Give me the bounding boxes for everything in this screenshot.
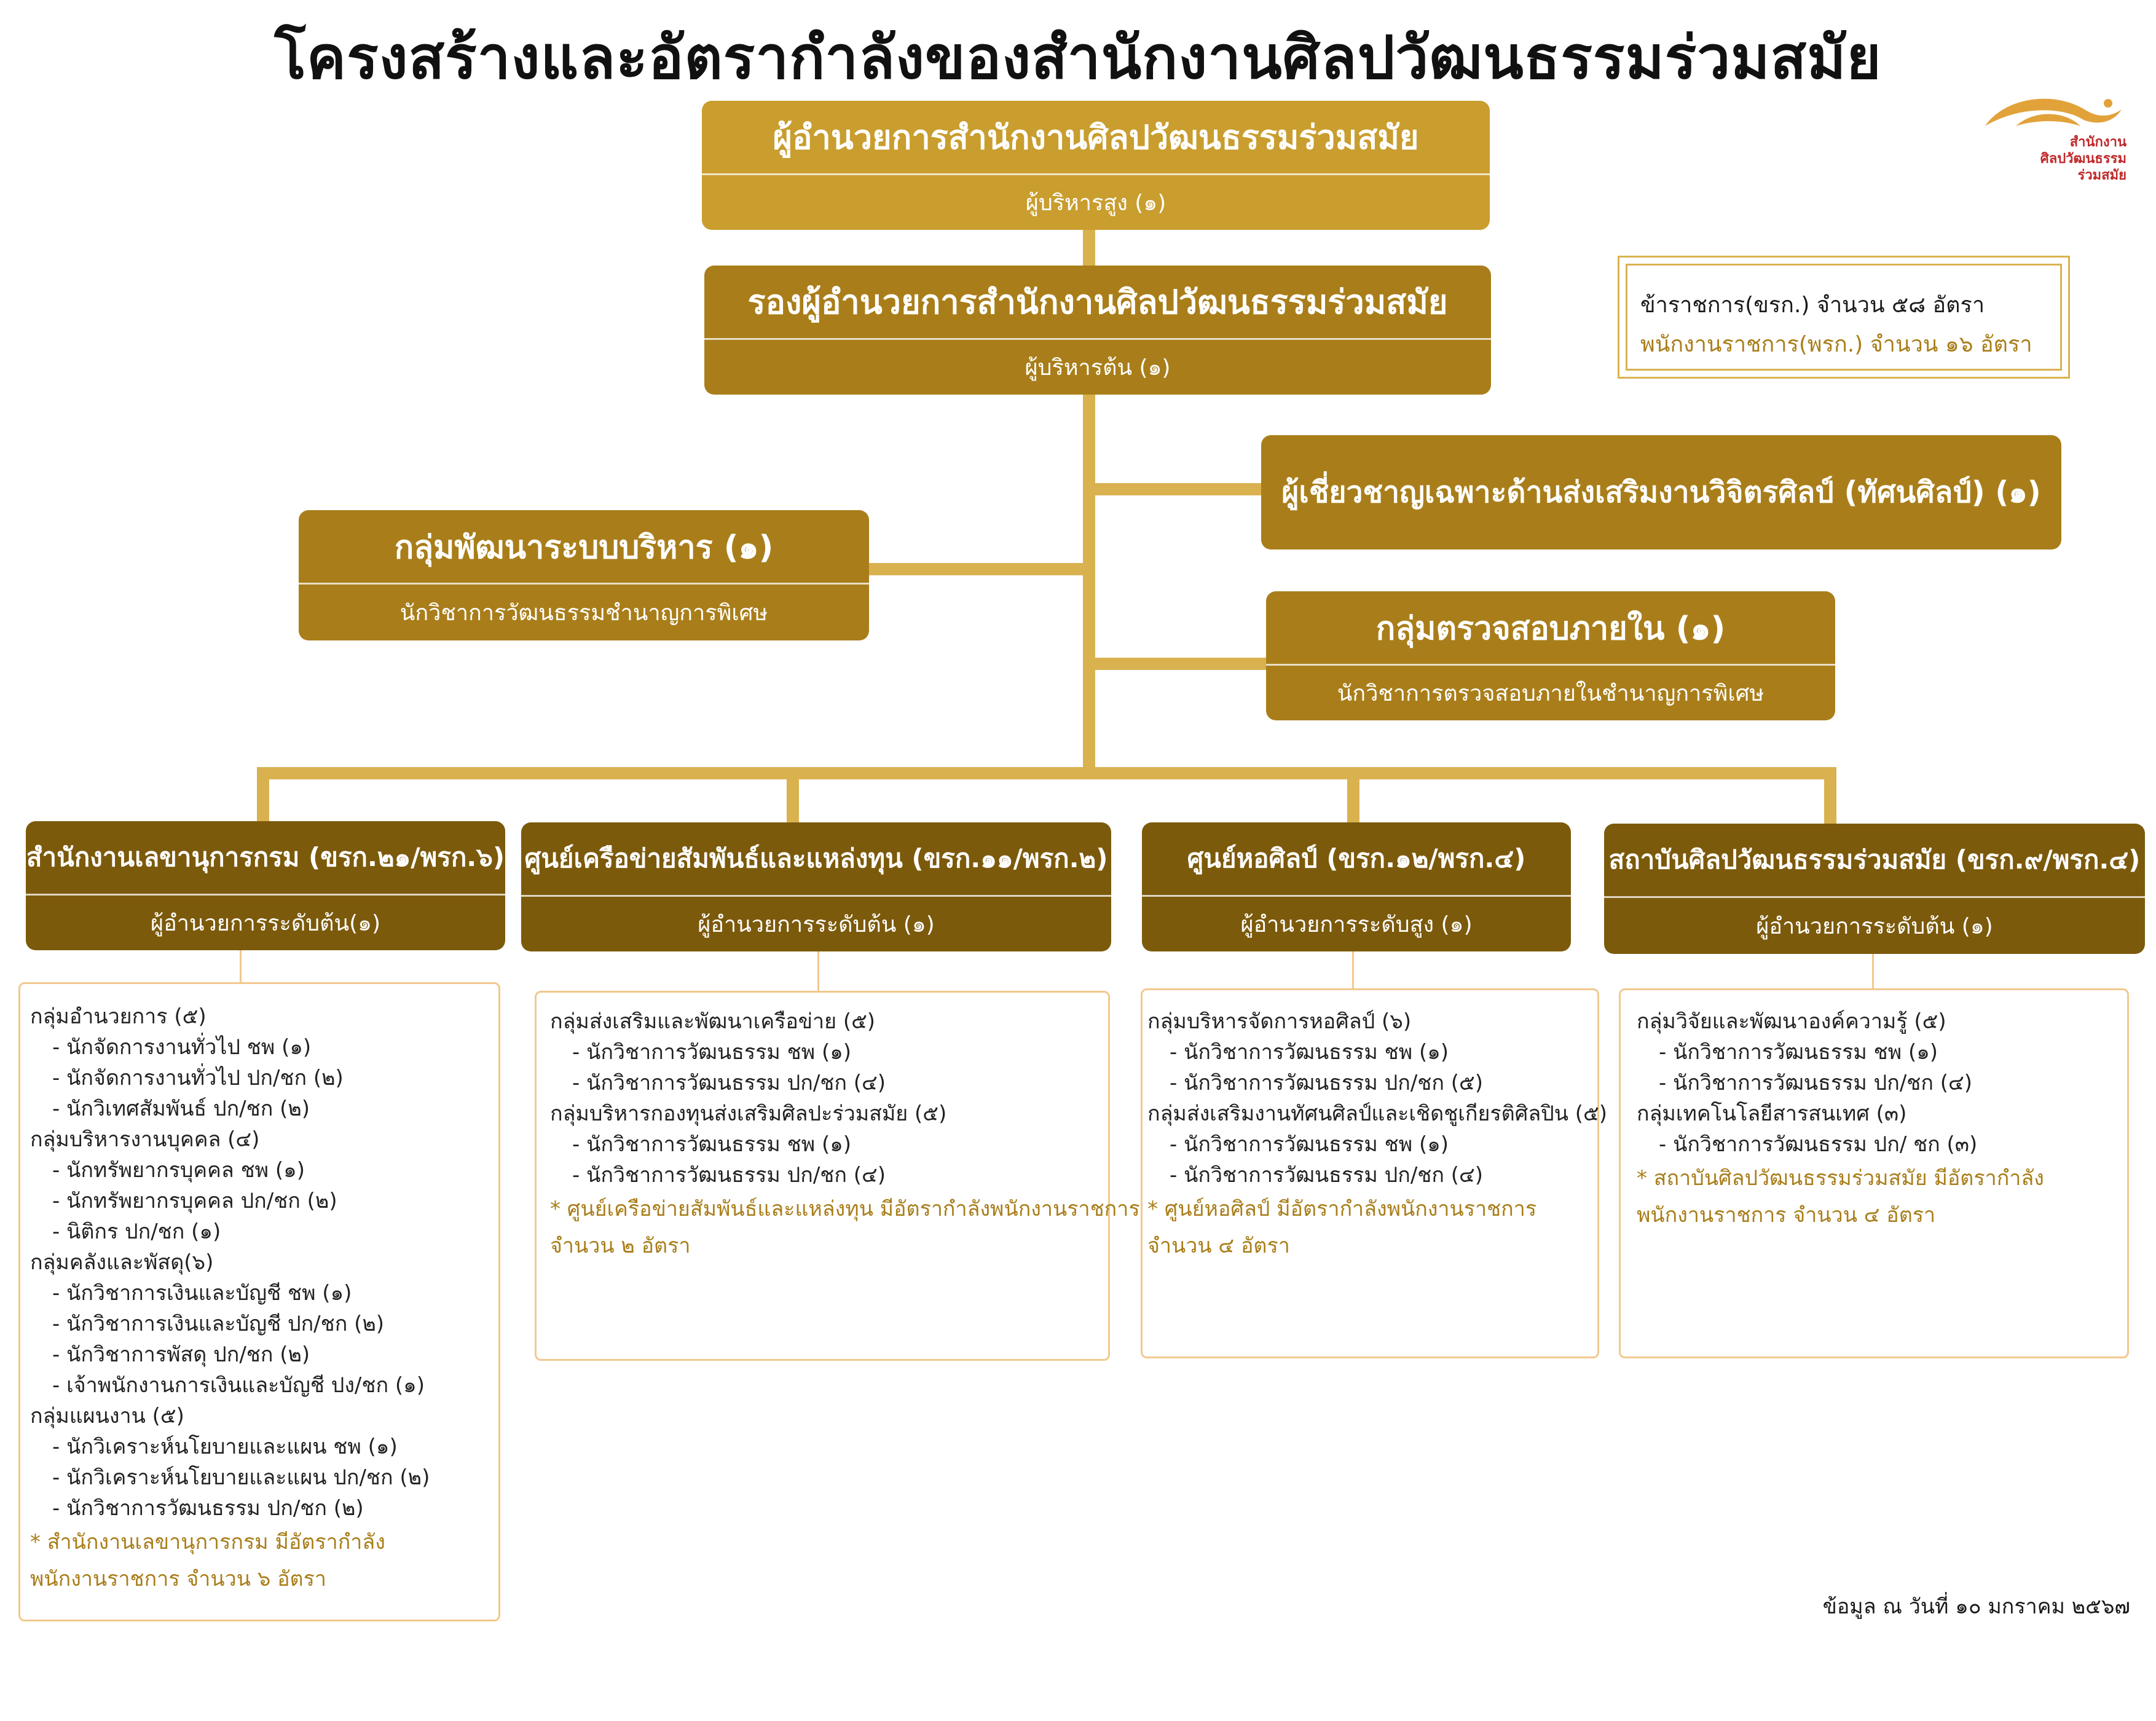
division-title: สถาบันศิลปวัฒนธรรมร่วมสมัย (ขรก.๙/พรก.๔)	[1608, 845, 2141, 875]
position-item: - นักวิชาการวัฒนธรรม ชพ (๑)	[572, 1132, 852, 1157]
division-box-network-funding: ศูนย์เครือข่ายสัมพันธ์และแหล่งทุน (ขรก.๑…	[521, 822, 1111, 951]
staffing-note: * สถาบันศิลปวัฒนธรรมร่วมสมัย มีอัตรากำลั…	[1637, 1166, 2044, 1191]
connector-audit	[1095, 658, 1267, 670]
staffing-note: จำนวน ๒ อัตรา	[550, 1234, 691, 1258]
deputy-director-box: รองผู้อำนวยการสำนักงานศิลปวัฒนธรรมร่วมสม…	[704, 266, 1491, 395]
connector-div-3	[1347, 767, 1359, 822]
position-item: - นักจัดการงานทั่วไป ปก/ชก (๒)	[52, 1066, 344, 1090]
group-heading: กลุ่มแผนงาน (๕)	[30, 1404, 184, 1428]
division-title: ศูนย์เครือข่ายสัมพันธ์และแหล่งทุน (ขรก.๑…	[524, 843, 1108, 873]
position-item: - นักวิชาการวัฒนธรรม ปก/ ชก (๓)	[1659, 1132, 1978, 1157]
deputy-director-subtitle: ผู้บริหารต้น (๑)	[1025, 355, 1171, 380]
admin-development-group-box: กลุ่มพัฒนาระบบบริหาร (๑) นักวิชาการวัฒนธ…	[299, 510, 869, 640]
position-item: - นักจัดการงานทั่วไป ชพ (๑)	[52, 1035, 312, 1060]
staff-list-panel-secretariat: กลุ่มอำนวยการ (๕) - นักจัดการงานทั่วไป ชพ…	[18, 982, 500, 1621]
division-box-art-gallery: ศูนย์หอศิลป์ (ขรก.๑๒/พรก.๔) ผู้อำนวยการร…	[1142, 822, 1571, 951]
position-item: - นักวิชาการวัฒนธรรม ชพ (๑)	[572, 1040, 852, 1065]
staffing-note: พนักงานราชการ จำนวน ๔ อัตรา	[1637, 1203, 1936, 1227]
position-item: - นักทรัพยากรบุคคล ชพ (๑)	[52, 1158, 305, 1183]
division-box-secretariat: สำนักงานเลขานุการกรม (ขรก.๒๑/พรก.๖) ผู้อ…	[26, 821, 505, 950]
connector-div-2	[787, 767, 799, 822]
staff-list-panel-network-funding: กลุ่มส่งเสริมและพัฒนาเครือข่าย (๕) - นักว…	[535, 991, 1140, 1361]
staff-list-panel-art-gallery: กลุ่มบริหารจัดการหอศิลป์ (๖) - นักวิชาการ…	[1141, 988, 1607, 1358]
position-item: - นักวิชาการวัฒนธรรม ชพ (๑)	[1659, 1040, 1938, 1065]
connector-horizontal-bus	[257, 767, 1836, 779]
logo-text-line-3: ร่วมสมัย	[2077, 168, 2127, 183]
internal-audit-group-box: กลุ่มตรวจสอบภายใน (๑) นักวิชาการตรวจสอบภ…	[1266, 591, 1835, 720]
position-item: - นักวิชาการพัสดุ ปก/ชก (๒)	[52, 1342, 310, 1367]
division-subtitle: ผู้อำนวยการระดับต้น(๑)	[150, 911, 381, 936]
director-box: ผู้อำนวยการสำนักงานศิลปวัฒนธรรมร่วมสมัย …	[702, 101, 1490, 230]
staffing-note: จำนวน ๔ อัตรา	[1147, 1234, 1290, 1258]
position-item: - นักวิชาการวัฒนธรรม ปก/ชก (๕)	[1170, 1071, 1483, 1095]
position-item: - นักวิชาการวัฒนธรรม ปก/ชก (๔)	[1170, 1163, 1483, 1187]
government-employee-count: พนักงานราชการ(พรก.) จำนวน ๑๖ อัตรา	[1640, 332, 2032, 357]
position-item: - นักทรัพยากรบุคคล ปก/ชก (๒)	[52, 1189, 337, 1213]
staff-list-panel-institute: กลุ่มวิจัยและพัฒนาองค์ความรู้ (๕) - นักวิ…	[1619, 988, 2129, 1358]
division-box-institute: สถาบันศิลปวัฒนธรรมร่วมสมัย (ขรก.๙/พรก.๔)…	[1604, 824, 2145, 954]
group-heading: กลุ่มส่งเสริมและพัฒนาเครือข่าย (๕)	[550, 1009, 876, 1034]
director-subtitle: ผู้บริหารสูง (๑)	[1025, 191, 1167, 216]
internal-audit-title: กลุ่มตรวจสอบภายใน (๑)	[1375, 610, 1726, 647]
position-item: - นักวิชาการวัฒนธรรม ชพ (๑)	[1170, 1040, 1449, 1065]
ocac-eye-logo-icon	[1985, 98, 2122, 126]
admin-development-subtitle: นักวิชาการวัฒนธรรมชำนาญการพิเศษ	[399, 601, 768, 626]
connector-panel-4	[1872, 954, 1874, 988]
connector-div-1	[257, 767, 269, 821]
staffing-summary-box: ข้าราชการ(ขรก.) จำนวน ๕๘ อัตรา พนักงานรา…	[1618, 256, 2070, 379]
staffing-note: พนักงานราชการ จำนวน ๖ อัตรา	[30, 1567, 326, 1591]
position-item: - นักวิชาการวัฒนธรรม ชพ (๑)	[1170, 1132, 1449, 1157]
division-title: ศูนย์หอศิลป์ (ขรก.๑๒/พรก.๔)	[1187, 843, 1526, 873]
staffing-note: * ศูนย์หอศิลป์ มีอัตรากำลังพนักงานราชการ	[1147, 1197, 1537, 1221]
group-heading: กลุ่มบริหารจัดการหอศิลป์ (๖)	[1147, 1009, 1412, 1034]
position-item: - นักวิชาการวัฒนธรรม ปก/ชก (๒)	[52, 1496, 364, 1521]
group-heading: กลุ่มเทคโนโลยีสารสนเทศ (๓)	[1637, 1101, 1907, 1126]
division-subtitle: ผู้อำนวยการระดับต้น (๑)	[698, 912, 935, 937]
group-heading: กลุ่มคลังและพัสดุ(๖)	[30, 1250, 214, 1275]
organization-logo: สำนักงาน ศิลปวัฒนธรรม ร่วมสมัย	[1979, 92, 2126, 191]
position-item: - นักวิชาการวัฒนธรรม ปก/ชก (๔)	[572, 1071, 886, 1095]
connector-admin-dev	[868, 563, 1083, 575]
group-heading: กลุ่มอำนวยการ (๕)	[30, 1004, 207, 1029]
group-heading: กลุ่มบริหารงานบุคคล (๔)	[30, 1127, 260, 1152]
position-item: - นักวิชาการวัฒนธรรม ปก/ชก (๔)	[1659, 1071, 1972, 1095]
position-item: - นักวิเคราะห์นโยบายและแผน ปก/ชก (๒)	[52, 1465, 430, 1490]
connector-panel-2	[817, 951, 819, 991]
position-item: - นักวิเทศสัมพันธ์ ปก/ชก (๒)	[52, 1097, 310, 1121]
page-title: โครงสร้างและอัตรากำลังของสำนักงานศิลปวัฒ…	[274, 23, 1882, 92]
expert-box: ผู้เชี่ยวชาญเฉพาะด้านส่งเสริมงานวิจิตรศิ…	[1261, 435, 2061, 549]
group-heading: กลุ่มบริหารกองทุนส่งเสริมศิลปะร่วมสมัย (…	[550, 1101, 947, 1126]
position-item: - นักวิเคราะห์นโยบายและแผน ชพ (๑)	[52, 1435, 398, 1459]
connector-panel-1	[240, 950, 242, 982]
deputy-director-title: รองผู้อำนวยการสำนักงานศิลปวัฒนธรรมร่วมสม…	[747, 283, 1448, 321]
division-subtitle: ผู้อำนวยการระดับสูง (๑)	[1240, 912, 1473, 937]
position-item: - นักวิชาการวัฒนธรรม ปก/ชก (๔)	[572, 1163, 886, 1187]
group-heading: กลุ่มส่งเสริมงานทัศนศิลป์และเชิดชูเกียรต…	[1147, 1101, 1608, 1126]
division-title: สำนักงานเลขานุการกรม (ขรก.๒๑/พรก.๖)	[26, 842, 505, 872]
civil-servant-count: ข้าราชการ(ขรก.) จำนวน ๕๘ อัตรา	[1640, 293, 1985, 318]
admin-development-title: กลุ่มพัฒนาระบบบริหาร (๑)	[394, 529, 774, 566]
logo-text-line-2: ศิลปวัฒนธรรม	[2040, 151, 2126, 167]
group-heading: กลุ่มวิจัยและพัฒนาองค์ความรู้ (๕)	[1637, 1009, 1946, 1034]
staffing-note: * สำนักงานเลขานุการกรม มีอัตรากำลัง	[30, 1530, 385, 1554]
director-title: ผู้อำนวยการสำนักงานศิลปวัฒนธรรมร่วมสมัย	[773, 118, 1419, 157]
staffing-note: * ศูนย์เครือข่ายสัมพันธ์และแหล่งทุน มีอั…	[550, 1197, 1140, 1221]
position-item: - นักวิชาการเงินและบัญชี ชพ (๑)	[52, 1281, 352, 1306]
expert-title: ผู้เชี่ยวชาญเฉพาะด้านส่งเสริมงานวิจิตรศิ…	[1281, 475, 2041, 510]
connector-div-4	[1824, 767, 1836, 824]
connector-expert	[1095, 483, 1261, 495]
connector-panel-3	[1352, 951, 1354, 988]
internal-audit-subtitle: นักวิชาการตรวจสอบภายในชำนาญการพิเศษ	[1337, 681, 1765, 706]
position-item: - เจ้าพนักงานการเงินและบัญชี ปง/ชก (๑)	[52, 1373, 425, 1398]
logo-text-line-1: สำนักงาน	[2069, 135, 2126, 150]
position-item: - นักวิชาการเงินและบัญชี ปก/ชก (๒)	[52, 1312, 385, 1336]
position-item: - นิติกร ปก/ชก (๑)	[52, 1219, 221, 1244]
division-subtitle: ผู้อำนวยการระดับต้น (๑)	[1756, 914, 1993, 939]
data-date-footer: ข้อมูล ณ วันที่ ๑๐ มกราคม ๒๕๖๗	[1822, 1594, 2130, 1619]
